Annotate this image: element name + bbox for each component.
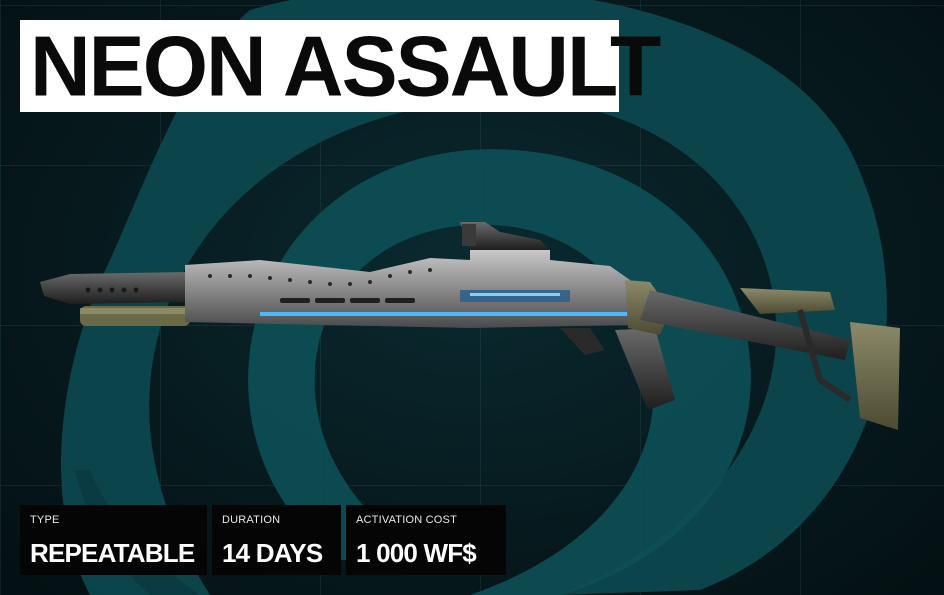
title-banner: NEON ASSAULT xyxy=(20,20,661,112)
shotgun-icon xyxy=(40,222,900,430)
mission-info-row: TYPE REPEATABLE DURATION 14 DAYS ACTIVAT… xyxy=(20,505,506,575)
type-card: TYPE REPEATABLE xyxy=(20,505,207,575)
page-title: NEON ASSAULT xyxy=(30,18,661,114)
duration-label: DURATION xyxy=(222,514,281,526)
activation-cost-label: ACTIVATION COST xyxy=(356,514,457,526)
activation-cost-card: ACTIVATION COST 1 000 WF$ xyxy=(346,505,506,575)
duration-value: 14 DAYS xyxy=(222,538,323,568)
activation-cost-value: 1 000 WF$ xyxy=(356,538,477,568)
type-value: REPEATABLE xyxy=(30,538,195,568)
type-label: TYPE xyxy=(30,514,60,526)
duration-card: DURATION 14 DAYS xyxy=(212,505,341,575)
